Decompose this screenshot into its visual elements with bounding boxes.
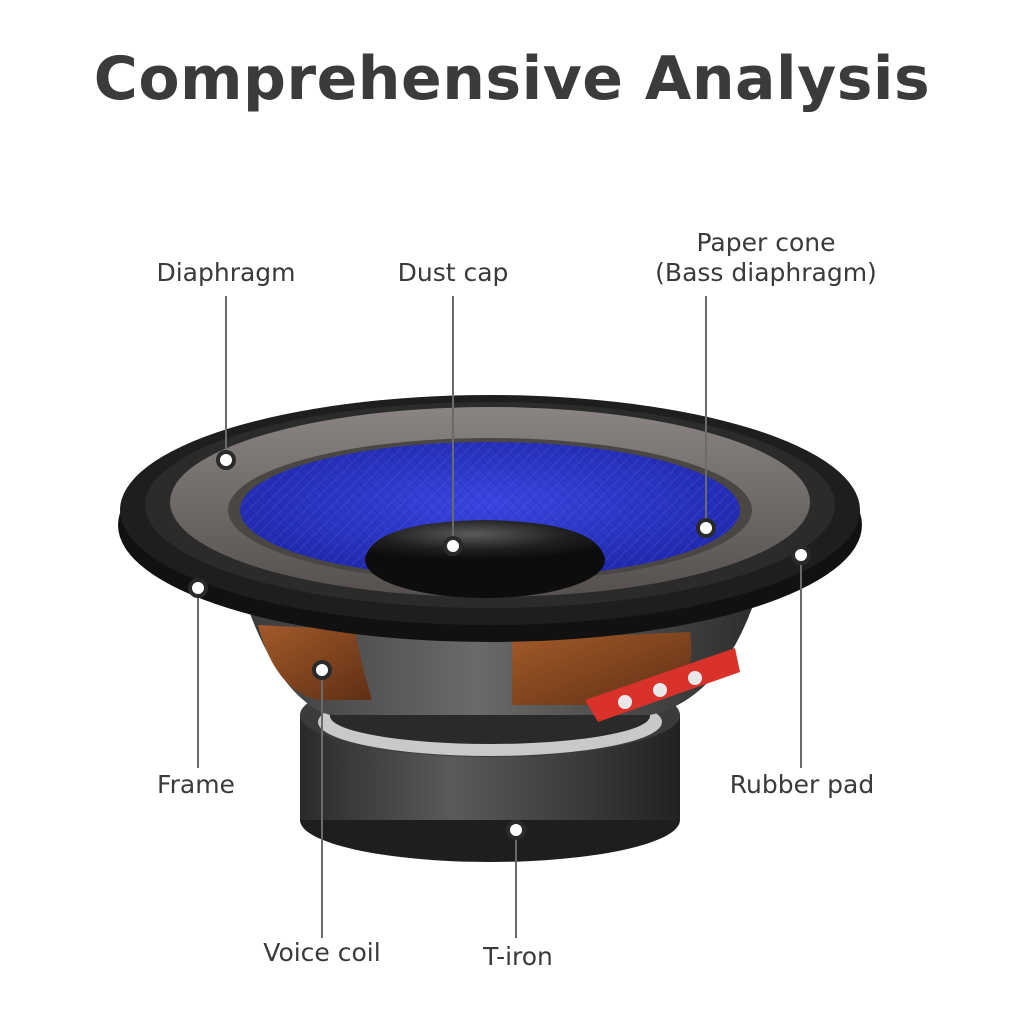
- label-paper-cone-sub: (Bass diaphragm): [616, 258, 916, 288]
- rubber-pad-dot: [793, 547, 809, 563]
- label-paper-cone: Paper cone: [616, 228, 916, 258]
- label-dust-cap: Dust cap: [353, 258, 553, 288]
- label-rubber-pad: Rubber pad: [702, 770, 902, 800]
- diaphragm-dot: [218, 452, 234, 468]
- label-t-iron: T-iron: [418, 942, 618, 972]
- label-voice-coil: Voice coil: [222, 938, 422, 968]
- voice-coil-window-left: [258, 625, 372, 700]
- paper-cone-dot: [698, 520, 714, 536]
- label-diaphragm: Diaphragm: [126, 258, 326, 288]
- t-iron-dot: [508, 822, 524, 838]
- label-frame: Frame: [96, 770, 296, 800]
- dust-cap-dot: [445, 538, 461, 554]
- voice-coil-dot: [314, 662, 330, 678]
- speaker-front: [118, 395, 862, 642]
- frame-dot: [190, 580, 206, 596]
